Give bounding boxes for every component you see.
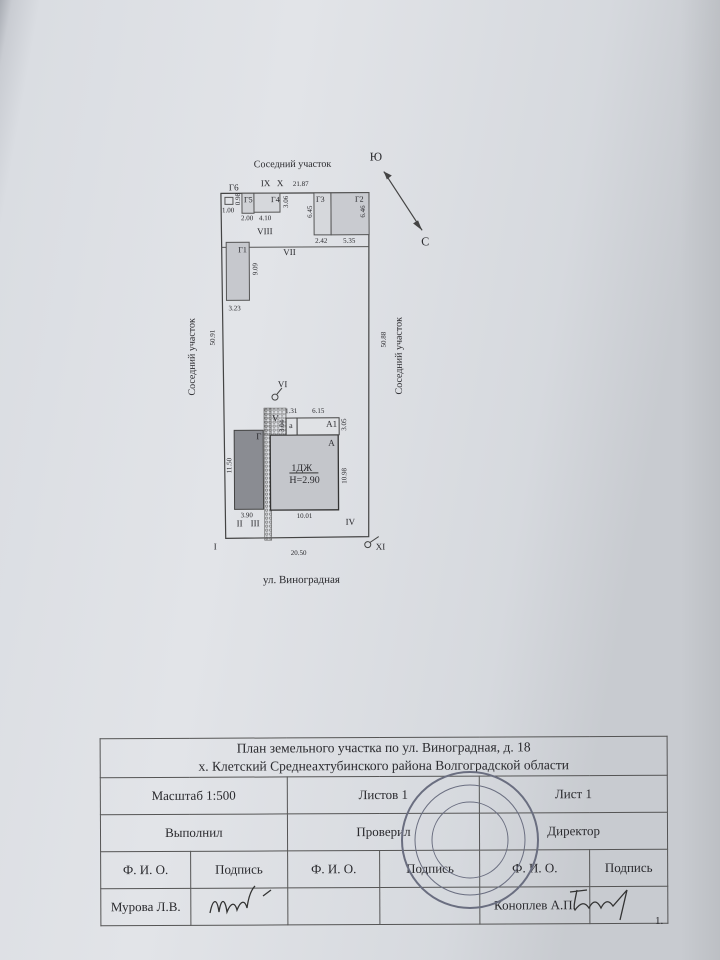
- dim-g3-w: 2.42: [315, 237, 328, 245]
- compass-south: Ю: [370, 150, 382, 164]
- scale-cell: Масштаб 1:500: [100, 776, 288, 815]
- building-g1: [225, 241, 250, 301]
- compass-arrowhead-north: [413, 220, 423, 231]
- dim-g1-w: 3.23: [228, 304, 241, 312]
- dim-g5-h: 0.98: [234, 193, 242, 206]
- director-signature: [569, 889, 628, 921]
- dim-a-h: 10.98: [340, 467, 348, 483]
- dim-g2-w: 5.35: [343, 237, 356, 245]
- label-g5: Г5: [244, 195, 253, 204]
- dim-g6: 1.00: [222, 206, 235, 214]
- dim-g-w: 3.90: [241, 511, 254, 519]
- fio-header-1: Ф. И. О.: [100, 851, 191, 889]
- neighbor-top-label: Соседний участок: [254, 159, 332, 170]
- building-g6: [224, 196, 234, 205]
- label-g2: Г2: [355, 195, 364, 204]
- compass-north: С: [421, 234, 429, 248]
- dim-g4-w: 4.10: [259, 214, 272, 222]
- label-a-small: а: [289, 421, 293, 430]
- building-g4: [253, 192, 281, 213]
- point-vii: VII: [283, 247, 296, 257]
- house-code: 1ДЖ: [291, 463, 312, 474]
- dim-g1-h: 9.09: [251, 262, 259, 275]
- checker-name: [287, 887, 381, 925]
- compass-arrowhead-south: [383, 171, 392, 180]
- building-a1: [296, 417, 340, 436]
- point-iv: IV: [346, 517, 356, 527]
- point-ii: II: [237, 518, 243, 528]
- neighbor-left-label: Соседний участок: [187, 318, 198, 396]
- page-mark: 1.: [655, 915, 664, 927]
- label-g3: Г3: [316, 195, 325, 204]
- point-ix: IX: [261, 178, 271, 188]
- point-viii: VIII: [257, 226, 273, 236]
- label-g4: Г4: [271, 195, 280, 204]
- point-vi-leader: [276, 387, 283, 395]
- performed-by-header: Выполнил: [100, 813, 288, 852]
- point-iii: III: [251, 518, 260, 528]
- dim-a1-w: 6.15: [312, 407, 325, 415]
- dim-top: 21.87: [293, 180, 309, 188]
- house-height: Н=2.90: [289, 475, 319, 486]
- label-g1: Г1: [238, 245, 247, 254]
- dim-g3-h: 6.45: [306, 205, 314, 218]
- dim-v-w: 1.31: [285, 407, 298, 415]
- point-vi: VI: [278, 379, 288, 389]
- point-xi-marker: [364, 541, 372, 549]
- label-a: А: [328, 438, 335, 448]
- paper-shadow: [680, 0, 720, 960]
- official-seal: [401, 771, 539, 909]
- fio-header-2: Ф. И. О.: [287, 850, 381, 888]
- performer-name: Мурова Л.В.: [100, 888, 191, 926]
- point-x: X: [277, 178, 284, 188]
- building-g2: [330, 192, 370, 236]
- point-xi-leader: [369, 536, 379, 544]
- performer-signature: [209, 885, 272, 915]
- dim-a-w: 10.01: [297, 512, 313, 520]
- point-vi-marker: [271, 393, 279, 401]
- label-a1: А1: [326, 419, 337, 429]
- point-i: I: [214, 541, 217, 551]
- compass-arrow: [383, 171, 423, 231]
- dim-a1-h: 3.05: [340, 418, 348, 431]
- dim-v-h: 3.04: [278, 419, 286, 432]
- building-g: [233, 429, 265, 510]
- dim-bottom: 20.50: [291, 549, 307, 557]
- dim-g5-w: 2.00: [241, 214, 254, 222]
- dim-g4-h: 3.06: [282, 195, 290, 208]
- label-g6: Г6: [229, 182, 239, 192]
- point-v: V: [272, 413, 279, 423]
- title-line-2: х. Клетский Среднеахтубинского района Во…: [198, 757, 569, 774]
- street-label: ул. Виноградная: [263, 574, 340, 586]
- dim-g2-h: 6.46: [359, 205, 367, 218]
- dim-left: 50.91: [209, 329, 217, 345]
- land-plot-plan: Соседний участок Соседний участок Соседн…: [187, 150, 430, 587]
- dim-right: 50.88: [380, 331, 388, 347]
- label-g: Г: [256, 431, 261, 441]
- point-xi: XI: [376, 542, 386, 552]
- neighbor-right-label: Соседний участок: [394, 317, 405, 395]
- title-cell: План земельного участка по ул. Виноградн…: [100, 736, 668, 778]
- dim-g-h: 11.50: [225, 457, 233, 473]
